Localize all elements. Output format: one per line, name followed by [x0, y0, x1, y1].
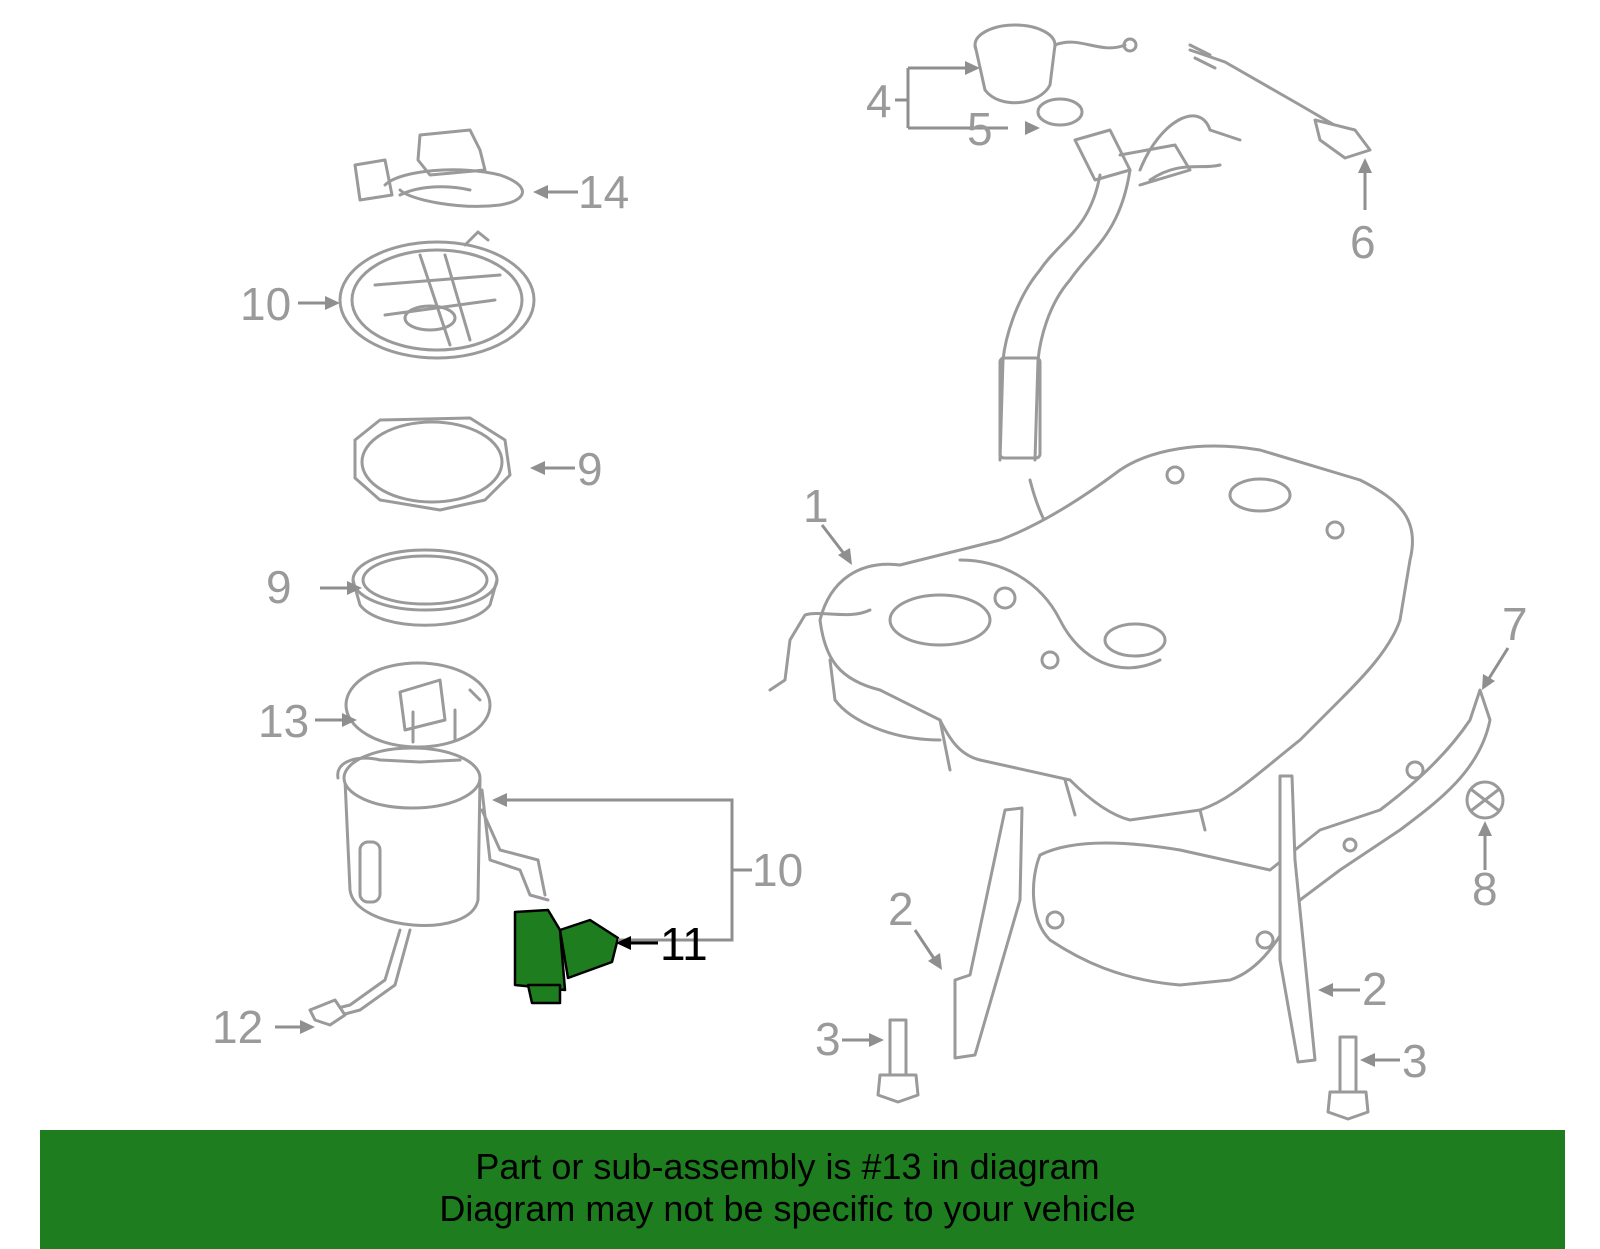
part-3-bolt-right [1326, 1035, 1370, 1121]
callout-15: 13 [258, 695, 309, 747]
callout-1: 1 [803, 480, 829, 532]
part-3-bolt-left [876, 1018, 920, 1104]
info-banner: Part or sub-assembly is #13 in diagram D… [40, 1130, 1565, 1249]
callout-labels: 14 10 9 9 13 10 11 12 4 5 6 1 7 8 2 2 3 … [212, 75, 1528, 1087]
part-5-seal [1036, 97, 1084, 127]
callout-10: 10 [240, 278, 291, 330]
part-8-plug [1465, 780, 1505, 820]
part-1-fuel-tank [768, 444, 1415, 832]
callout-7: 7 [1502, 598, 1528, 650]
callout-16: 14 [578, 166, 629, 218]
part-9-ring [353, 416, 512, 512]
leader-lines [275, 61, 1510, 1067]
callout-11: 9 [266, 561, 292, 613]
callout-3-left: 3 [815, 1013, 841, 1065]
part-6-sensor-lead [1188, 43, 1372, 160]
callout-8: 8 [1472, 863, 1498, 915]
callout-5: 5 [967, 103, 993, 155]
callout-4: 4 [866, 75, 892, 127]
banner-line-2: Diagram may not be specific to your vehi… [439, 1188, 1136, 1229]
part-16-sensor [353, 128, 524, 208]
callout-2-right: 2 [1362, 963, 1388, 1015]
callout-14: 12 [212, 1001, 263, 1053]
part-7-heat-shield [1031, 688, 1492, 987]
callout-13: 11 [660, 918, 708, 970]
callout-2-left: 2 [888, 883, 914, 935]
part-12-fuel-pump-module [328, 661, 550, 1020]
callout-12: 10 [752, 844, 803, 896]
part-14-connector [308, 998, 347, 1027]
part-2-strap-right [1278, 774, 1317, 1064]
part-11-seal [351, 548, 499, 627]
part-4-filler-cap [973, 23, 1138, 105]
callout-3-right: 3 [1402, 1035, 1428, 1087]
part-13-bracket-highlighted [513, 908, 620, 1005]
callout-6: 6 [1350, 216, 1376, 268]
banner-line-1: Part or sub-assembly is #13 in diagram [475, 1146, 1100, 1187]
callout-9: 9 [577, 443, 603, 495]
part-10-cover [338, 230, 536, 360]
part-2-strap-left [953, 806, 1024, 1060]
